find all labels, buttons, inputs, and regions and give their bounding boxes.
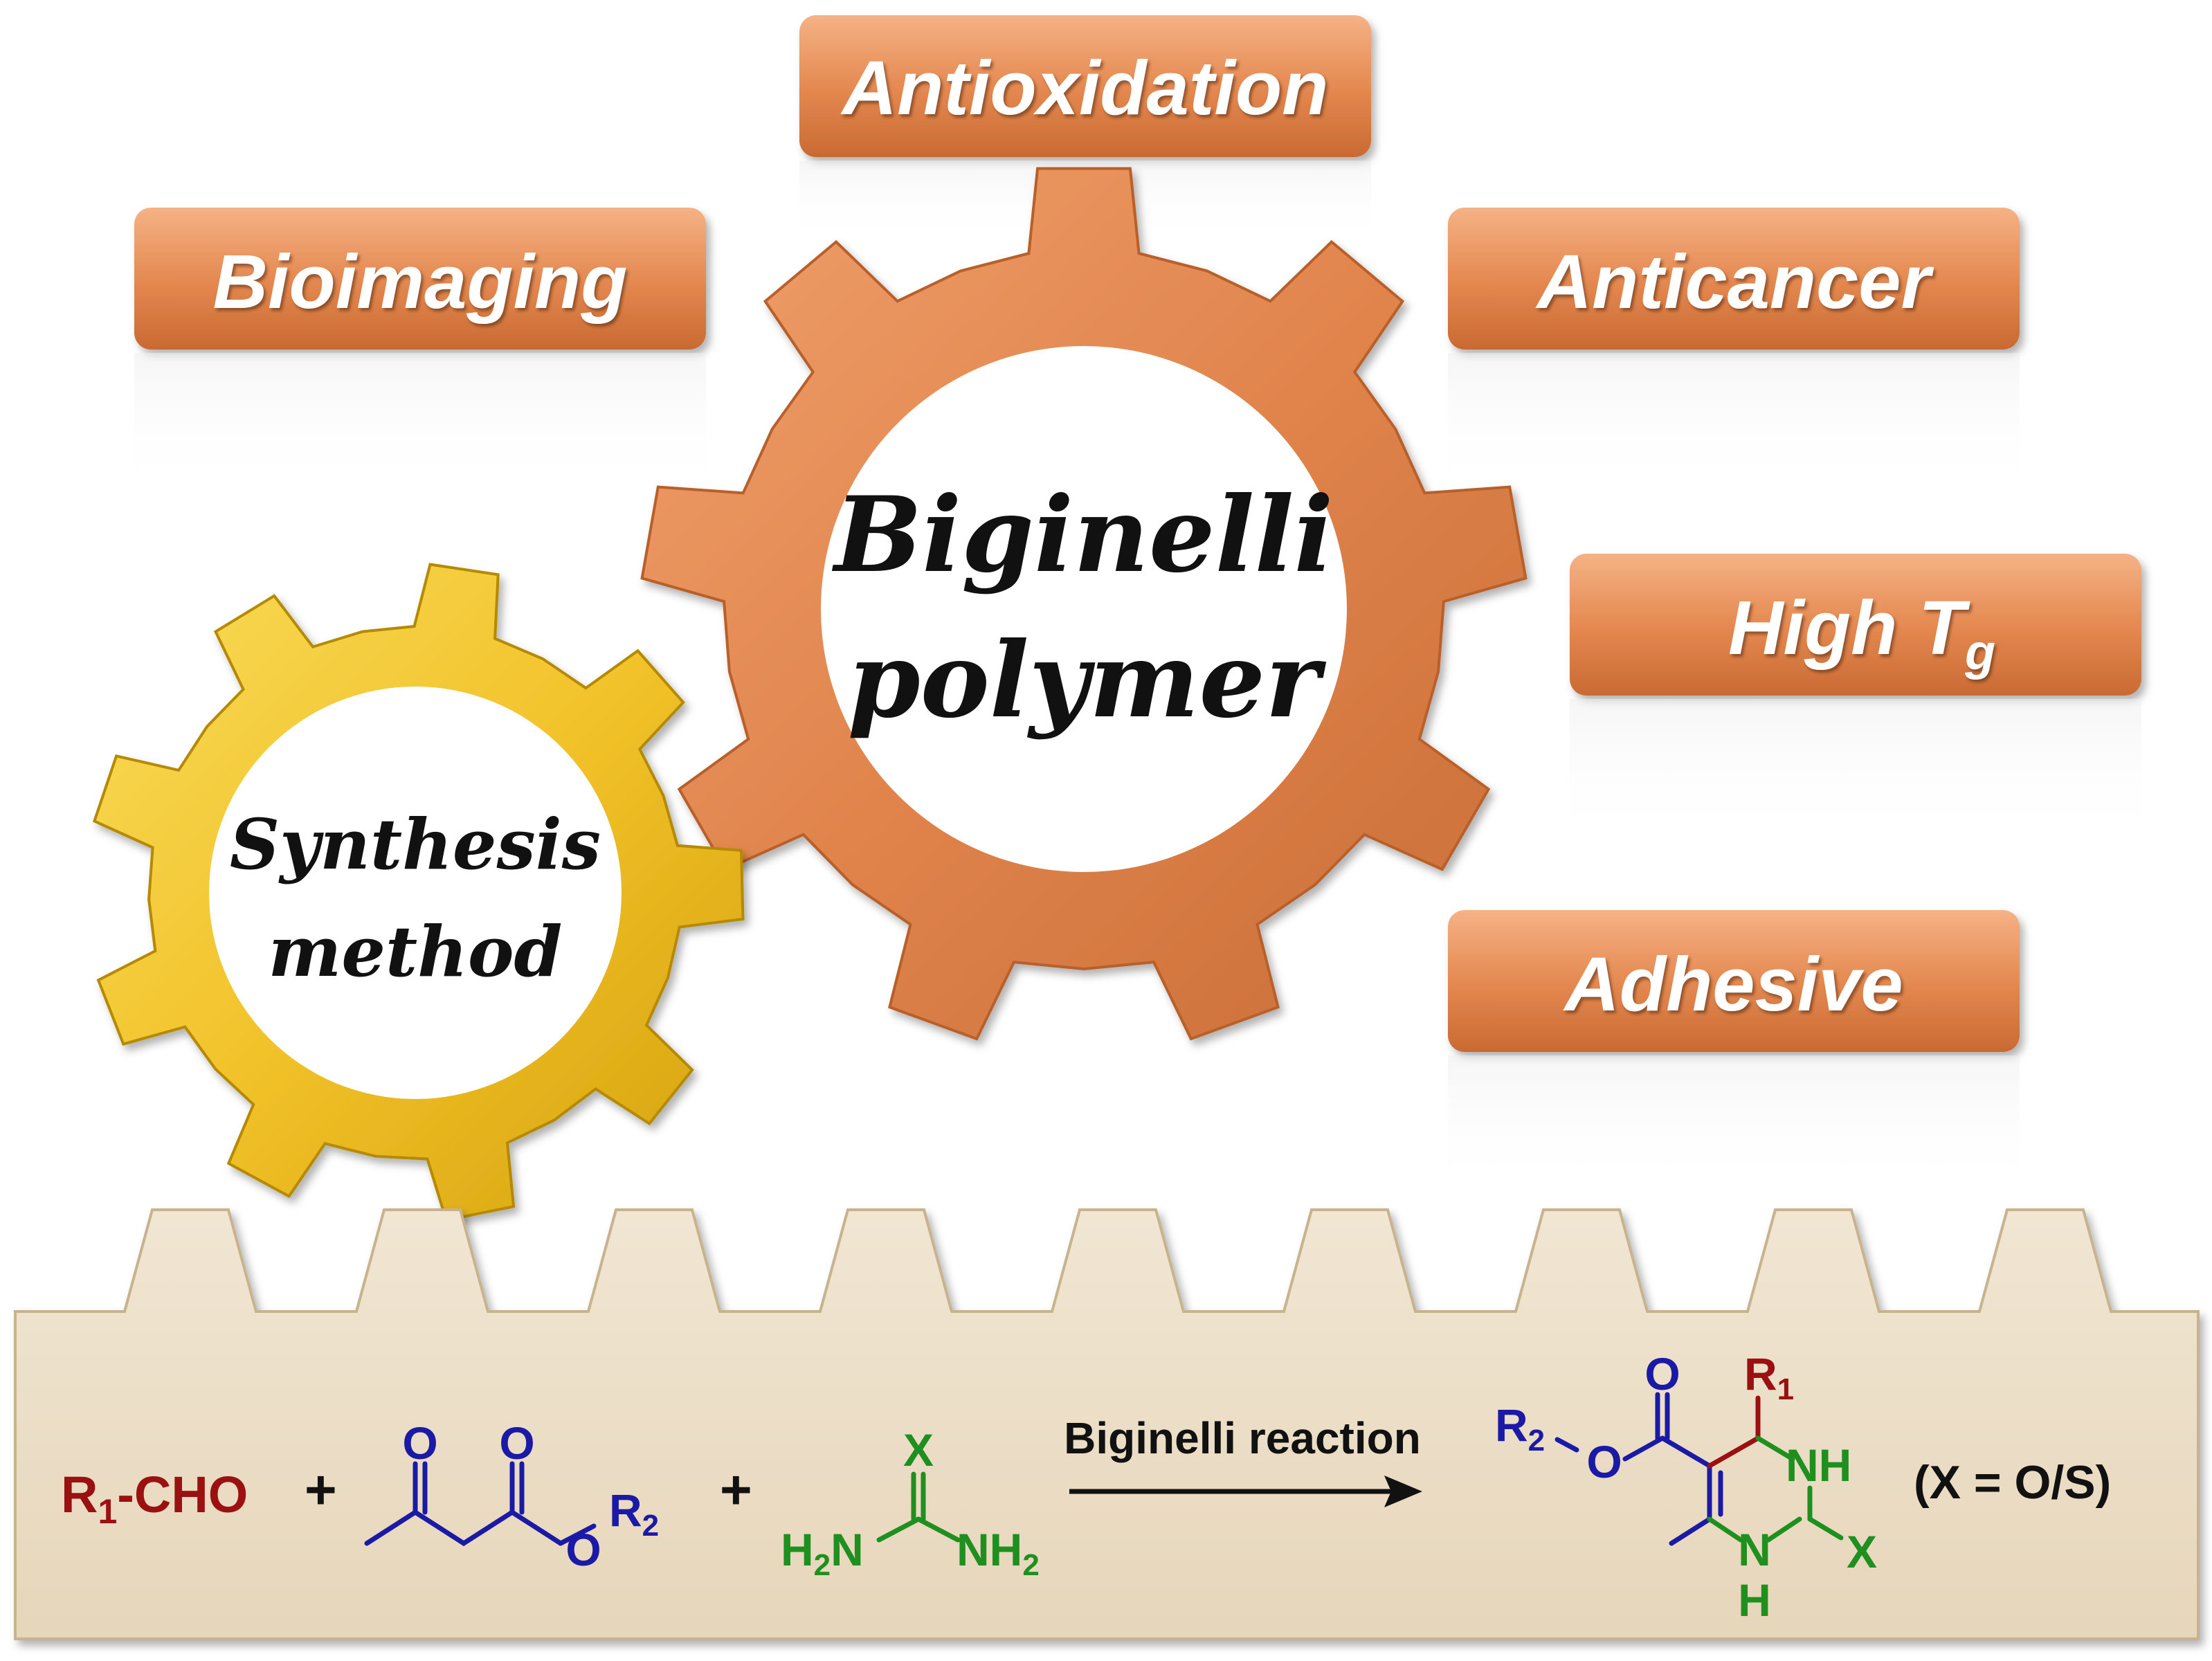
label-bioimaging: Bioimaging — [134, 208, 706, 498]
ketoester-o1: O — [402, 1417, 437, 1469]
small-gear-line1: Synthesis — [230, 804, 601, 885]
arrow-label: Biginelli reaction — [1064, 1413, 1421, 1463]
anticancer-text: Anticancer — [1535, 239, 1934, 325]
aldehyde-r: R — [61, 1466, 98, 1523]
reaction-arrow — [1069, 1476, 1422, 1507]
ketoester-r: R — [609, 1485, 642, 1536]
aldehyde-sub: 1 — [98, 1492, 117, 1531]
product-x: X — [1847, 1526, 1877, 1577]
product-r1: R1 — [1744, 1348, 1794, 1406]
high-tg-main: High T — [1728, 586, 1970, 671]
aldehyde-formula: R1-CHO — [61, 1466, 248, 1531]
product-nh: NH — [1786, 1440, 1851, 1491]
urea-h: H — [781, 1524, 814, 1575]
ketoester-sub: 2 — [642, 1509, 659, 1543]
high-tg-text: High Tg — [1728, 586, 1995, 680]
ketoester-o2: O — [499, 1417, 534, 1469]
main-gear-line1: Biginelli — [831, 474, 1333, 596]
plus-1: + — [305, 1459, 337, 1521]
urea-nh2: NH2 — [957, 1524, 1040, 1582]
adhesive-text: Adhesive — [1562, 942, 1903, 1027]
product-r2-main: R — [1495, 1399, 1528, 1451]
small-gear-line2: method — [269, 911, 563, 992]
label-anticancer: Anticancer — [1448, 208, 2020, 498]
product-r2-sub: 2 — [1528, 1424, 1545, 1458]
reaction-panel — [14, 1208, 2200, 1640]
antioxidation-text: Antioxidation — [840, 46, 1329, 131]
main-gear-line2: polymer — [848, 619, 1327, 741]
product-r1-sub: 1 — [1777, 1372, 1794, 1406]
product-r2: R2 — [1495, 1399, 1545, 1458]
urea-structure — [876, 1471, 961, 1543]
plus-2: + — [720, 1459, 752, 1521]
urea-n: N — [831, 1524, 864, 1575]
ketoester-r2: R2 — [609, 1485, 659, 1543]
main-gear — [640, 167, 1527, 1041]
high-tg-subscript: g — [1964, 625, 1995, 680]
bioimaging-text: Bioimaging — [213, 239, 628, 325]
label-high-tg: High Tg — [1570, 554, 2141, 844]
urea-nh: NH — [957, 1524, 1022, 1575]
urea-nh-sub: 2 — [1022, 1548, 1039, 1582]
urea-x: X — [903, 1424, 934, 1476]
label-adhesive: Adhesive — [1448, 910, 2020, 1194]
product-n: N — [1738, 1524, 1771, 1575]
reaction-note: (X = O/S) — [1914, 1456, 2111, 1509]
product-structure — [1554, 1392, 1844, 1546]
urea-h-sub: 2 — [814, 1548, 831, 1582]
ketoester-structure — [364, 1461, 597, 1547]
product-o-side: O — [1586, 1436, 1622, 1487]
ketoester-o3: O — [565, 1524, 601, 1575]
product-h: H — [1738, 1574, 1771, 1626]
product-r1-main: R — [1744, 1348, 1777, 1399]
product-o-top: O — [1644, 1348, 1680, 1399]
aldehyde-rest: -CHO — [117, 1466, 248, 1523]
urea-h2n: H2N — [781, 1524, 864, 1582]
small-gear — [92, 563, 745, 1222]
